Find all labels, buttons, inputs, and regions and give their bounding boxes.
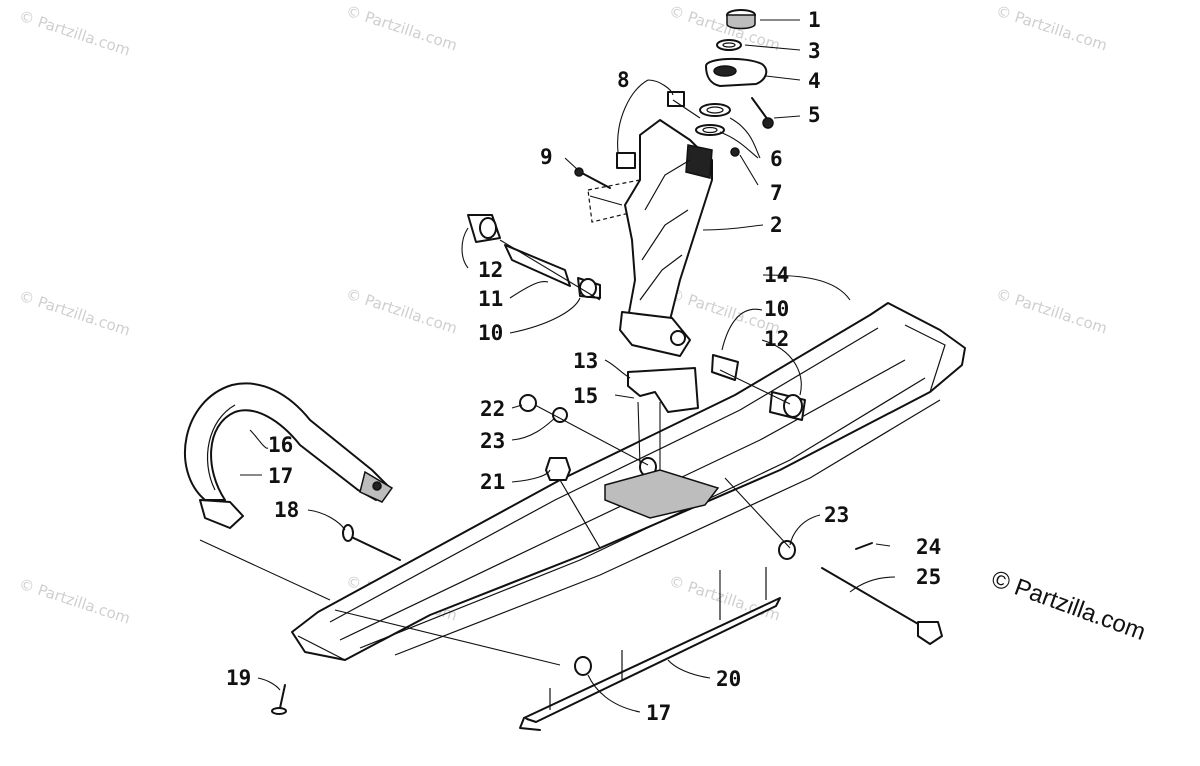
callout-leaders [240, 19, 896, 713]
callout-10: 10 [478, 321, 503, 345]
callout-13: 13 [573, 349, 598, 373]
callout-24: 24 [916, 535, 941, 559]
callout-15: 15 [573, 384, 598, 408]
callout-17: 17 [268, 464, 293, 488]
callout-7: 7 [770, 181, 783, 205]
callout-19: 19 [226, 666, 251, 690]
callout-6: 6 [770, 147, 783, 171]
watermark: © Partzilla.com [344, 285, 460, 338]
watermark: © Partzilla.com [344, 2, 460, 55]
callout-20: 20 [716, 667, 741, 691]
callout-17: 17 [646, 701, 671, 725]
watermark: © Partzilla.com [17, 575, 133, 628]
callout-21: 21 [480, 470, 505, 494]
callout-3: 3 [808, 39, 821, 63]
callout-9: 9 [540, 145, 553, 169]
callout-4: 4 [808, 69, 821, 93]
callout-10: 10 [764, 297, 789, 321]
watermark: © Partzilla.com [667, 572, 783, 625]
watermark: © Partzilla.com [994, 2, 1110, 55]
callout-2: 2 [770, 213, 783, 237]
callout-labels: 1 3 4 5 8 6 9 7 2 14 12 11 10 10 12 13 1… [226, 8, 941, 725]
callout-14: 14 [764, 263, 789, 287]
ski-loop-handle [184, 382, 394, 529]
callout-12: 12 [478, 258, 503, 282]
callout-22: 22 [480, 397, 505, 421]
callout-1: 1 [808, 8, 821, 32]
callout-16: 16 [268, 433, 293, 457]
watermark: © Partzilla.com [17, 7, 133, 60]
spindle-assembly [467, 9, 806, 519]
callout-18: 18 [274, 498, 299, 522]
callout-23: 23 [824, 503, 849, 527]
callout-5: 5 [808, 103, 821, 127]
runner-assembly [271, 524, 943, 731]
callout-23: 23 [480, 429, 505, 453]
watermark: © Partzilla.com [17, 287, 133, 340]
watermark: © Partzilla.com [994, 285, 1110, 338]
callout-25: 25 [916, 565, 941, 589]
callout-12: 12 [764, 327, 789, 351]
copyright-text: © Partzilla.com [988, 565, 1149, 646]
callout-11: 11 [478, 287, 503, 311]
assembly-lines [199, 99, 791, 666]
callout-8: 8 [617, 68, 630, 92]
